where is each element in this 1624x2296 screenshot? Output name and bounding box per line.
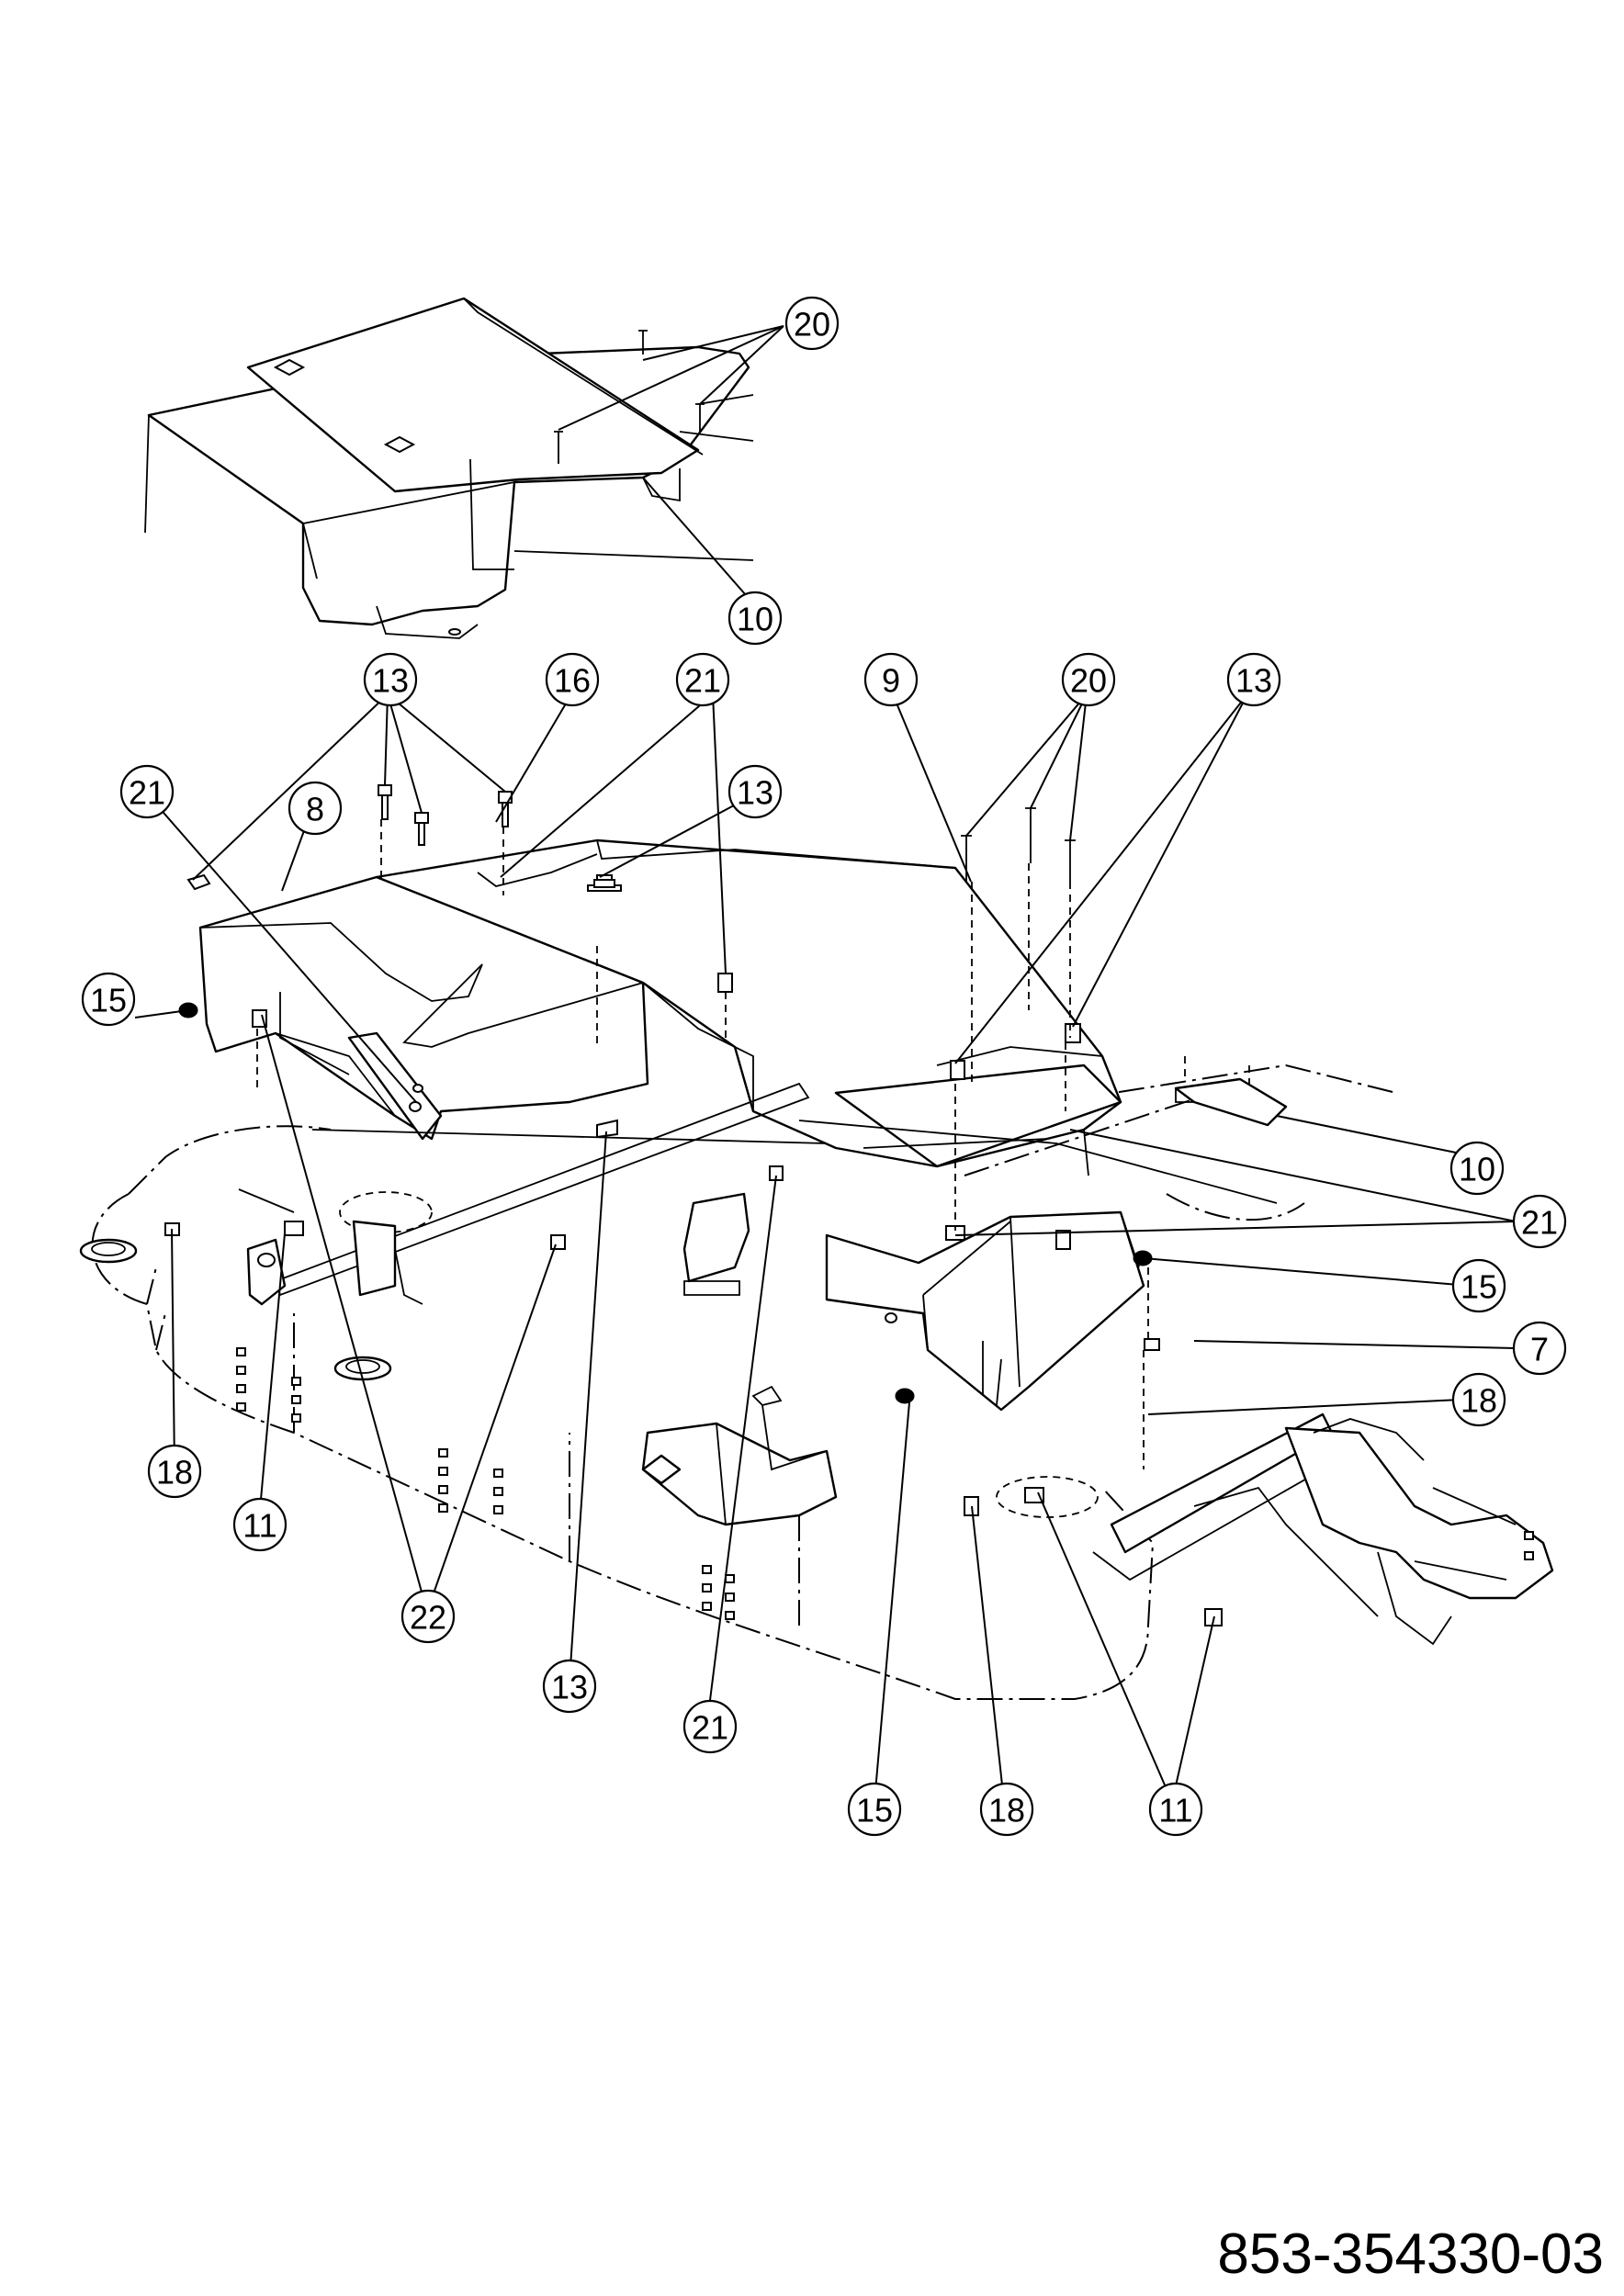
leader-lines [134,325,1517,1803]
front-bracket-left [641,1385,838,1526]
svg-text:13: 13 [551,1669,588,1706]
center-chute-bracket [682,1192,750,1296]
svg-text:22: 22 [410,1599,446,1637]
svg-text:11: 11 [242,1507,276,1545]
svg-text:13: 13 [372,662,409,700]
callout-11: 11 [1148,1782,1203,1837]
callout-11: 11 [232,1497,288,1552]
callout-9: 9 [863,652,919,707]
callout-13: 13 [727,764,783,819]
callout-7: 7 [1512,1321,1567,1376]
callout-21: 21 [1512,1194,1567,1249]
spindle-collars [79,1191,1099,1518]
deck-outline [91,1064,1397,1700]
document-number: 853-354330-03 [1217,2223,1604,2286]
svg-text:21: 21 [692,1709,728,1747]
svg-text:21: 21 [684,662,721,700]
callout-21: 21 [675,652,730,707]
callout-22: 22 [400,1589,456,1644]
callout-13: 13 [363,652,418,707]
idler-bracket [246,1220,423,1306]
callout-10-inset: 10 [727,591,783,646]
svg-text:15: 15 [90,982,127,1019]
svg-text:21: 21 [1521,1204,1558,1242]
svg-text:20: 20 [1070,662,1107,700]
svg-text:13: 13 [1235,662,1272,700]
callout-20: 20 [1061,652,1116,707]
svg-text:18: 18 [988,1792,1025,1829]
svg-text:10: 10 [1459,1151,1495,1188]
hardware [164,784,1223,1626]
callout-20-inset: 20 [784,296,840,351]
callout-18: 18 [979,1782,1034,1837]
deck-vent-slots [236,1347,735,1620]
right-belt-shield-7 [825,1210,1145,1412]
svg-text:15: 15 [856,1792,893,1829]
callout-8: 8 [288,781,343,836]
inset-shield-assembly [144,297,754,639]
left-belt-shield-8 [198,875,649,1141]
callout-16: 16 [545,652,600,707]
svg-text:8: 8 [306,791,324,828]
callout-10: 10 [1449,1141,1505,1196]
svg-text:7: 7 [1530,1331,1549,1368]
front-bracket-right [1092,1412,1554,1646]
callout-21: 21 [119,764,175,819]
center-belt-shield-9 [375,838,1122,1176]
svg-text:18: 18 [1460,1382,1497,1420]
side-chute-deflector-10 [1174,1056,1288,1127]
svg-text:15: 15 [1460,1268,1497,1306]
callout-15: 15 [81,972,136,1027]
svg-text:21: 21 [129,774,165,812]
svg-text:13: 13 [737,774,773,812]
svg-text:20: 20 [794,306,830,343]
callout-13: 13 [542,1659,597,1714]
callout-18: 18 [147,1444,202,1499]
svg-text:10: 10 [737,601,773,638]
svg-text:16: 16 [554,662,591,700]
callout-15: 15 [847,1782,902,1837]
callout-21: 21 [682,1699,738,1754]
callout-13: 13 [1226,652,1281,707]
svg-text:9: 9 [882,662,900,700]
callout-18: 18 [1451,1372,1506,1427]
svg-text:18: 18 [156,1454,193,1491]
svg-text:11: 11 [1158,1792,1192,1829]
callout-15: 15 [1451,1258,1506,1313]
